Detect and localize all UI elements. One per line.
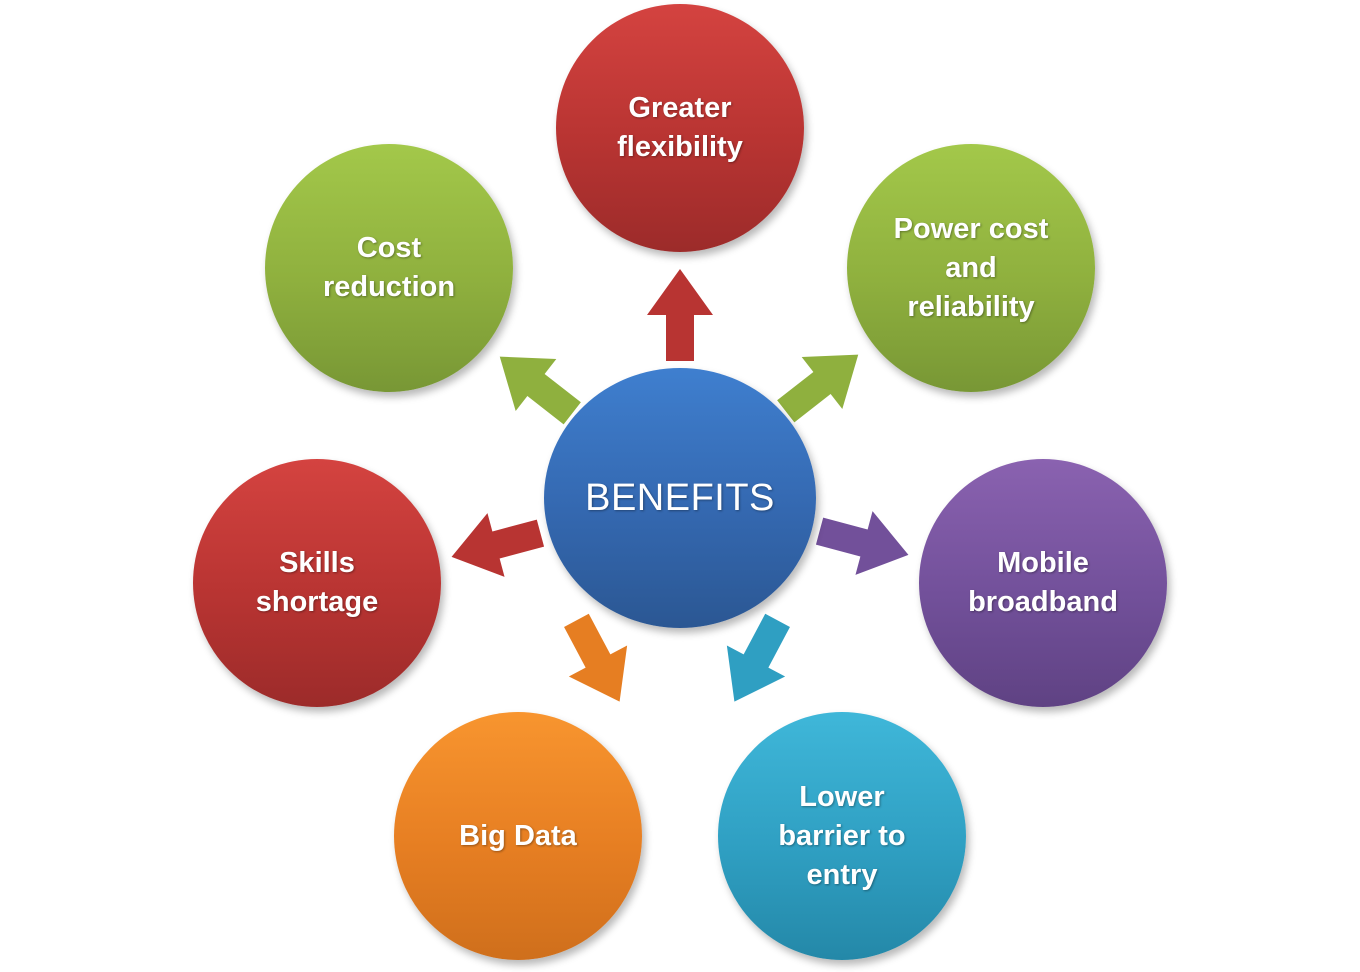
node-big-data: Big Data: [394, 712, 642, 960]
arrow-down-left-icon: [547, 605, 648, 717]
node-label: Greater flexibility: [617, 92, 743, 163]
arrow-up-right-icon: [765, 329, 878, 438]
node-label: Power cost and reliability: [893, 212, 1049, 323]
node-label: Cost reduction: [322, 232, 456, 303]
center-node-benefits: BENEFITS: [544, 368, 816, 628]
node-skills-shortage: Skills shortage: [193, 459, 441, 707]
node-label: Mobile broadband: [968, 547, 1118, 618]
arrow-left-icon: [443, 501, 549, 589]
node-cost-reduction: Cost reduction: [265, 144, 513, 392]
node-label: Skills shortage: [255, 547, 379, 618]
node-mobile-broadband: Mobile broadband: [919, 459, 1167, 707]
arrow-up-icon: [647, 269, 713, 361]
node-label: Big Data: [459, 819, 577, 852]
node-power-cost-and-reliability: Power cost and reliability: [847, 144, 1095, 392]
center-label: BENEFITS: [585, 476, 775, 519]
node-greater-flexibility: Greater flexibility: [556, 4, 804, 252]
node-lower-barrier-to-entry: Lower barrier to entry: [718, 712, 966, 960]
arrow-right-icon: [811, 499, 917, 587]
arrow-down-right-icon: [705, 605, 806, 717]
node-label: Lower barrier to entry: [778, 780, 906, 891]
arrow-up-left-icon: [479, 331, 592, 440]
